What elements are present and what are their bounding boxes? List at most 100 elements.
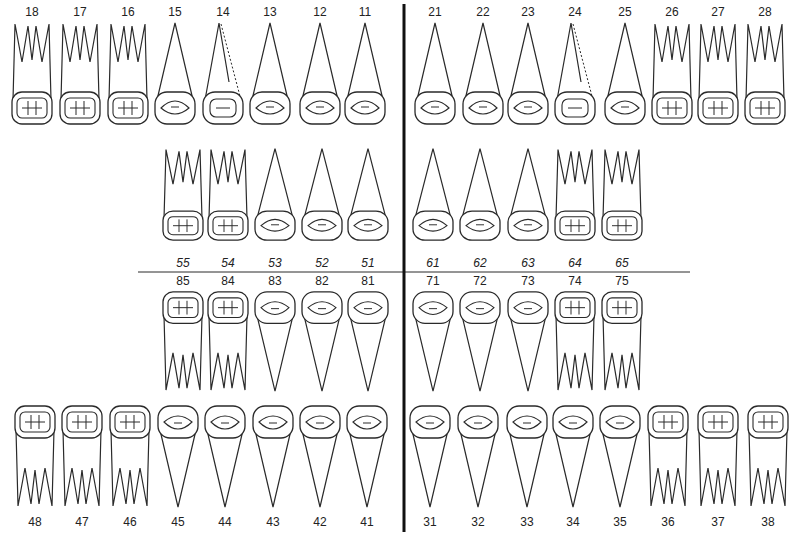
tooth-outline xyxy=(155,23,195,124)
tooth-number: 36 xyxy=(661,516,674,528)
tooth-outline xyxy=(652,24,692,124)
tooth-outline xyxy=(302,149,342,240)
tooth-outline xyxy=(205,406,245,507)
tooth-number: 16 xyxy=(121,6,134,18)
tooth-number: 17 xyxy=(73,6,86,18)
tooth-number: 81 xyxy=(361,275,374,287)
tooth-outline xyxy=(158,406,198,507)
tooth-number: 54 xyxy=(221,257,234,269)
tooth-outline xyxy=(163,292,203,390)
tooth-number: 31 xyxy=(423,516,436,528)
tooth-outline xyxy=(555,292,595,390)
tooth-number: 42 xyxy=(313,516,326,528)
tooth-number: 61 xyxy=(426,257,439,269)
tooth-number: 62 xyxy=(473,257,486,269)
tooth-outline xyxy=(348,292,388,391)
tooth-number: 26 xyxy=(665,6,678,18)
tooth-number: 23 xyxy=(521,6,534,18)
tooth-number: 65 xyxy=(615,257,628,269)
tooth-number: 83 xyxy=(268,275,281,287)
tooth-outline xyxy=(553,406,593,507)
tooth-outline xyxy=(250,23,290,124)
tooth-outline xyxy=(255,149,295,240)
tooth-outline xyxy=(12,24,52,124)
tooth-number: 43 xyxy=(266,516,279,528)
tooth-outline xyxy=(163,150,203,241)
tooth-outline xyxy=(745,24,785,124)
tooth-outline xyxy=(302,292,342,391)
tooth-number: 84 xyxy=(221,275,234,287)
tooth-outline xyxy=(648,406,688,506)
tooth-number: 75 xyxy=(615,275,628,287)
tooth-outline xyxy=(345,23,385,124)
tooth-outline xyxy=(463,23,503,124)
tooth-number: 48 xyxy=(28,516,41,528)
tooth-number: 46 xyxy=(123,516,136,528)
tooth-number: 38 xyxy=(761,516,774,528)
tooth-number: 55 xyxy=(176,257,189,269)
tooth-outline xyxy=(415,23,455,124)
midline xyxy=(403,4,406,532)
tooth-number: 33 xyxy=(520,516,533,528)
tooth-number: 52 xyxy=(315,257,328,269)
tooth-outline xyxy=(508,149,548,240)
tooth-outline xyxy=(600,406,640,507)
tooth-outline xyxy=(555,150,595,241)
tooth-outline xyxy=(698,406,738,506)
tooth-outline xyxy=(62,406,102,506)
tooth-outline xyxy=(410,406,450,507)
tooth-number: 32 xyxy=(471,516,484,528)
tooth-number: 27 xyxy=(711,6,724,18)
tooth-number: 15 xyxy=(168,6,181,18)
tooth-outline xyxy=(605,23,645,124)
tooth-number: 22 xyxy=(476,6,489,18)
tooth-outline xyxy=(698,24,738,124)
tooth-number: 35 xyxy=(613,516,626,528)
tooth-number: 74 xyxy=(568,275,581,287)
tooth-number: 45 xyxy=(171,516,184,528)
tooth-outline xyxy=(748,406,788,506)
tooth-outline xyxy=(555,23,595,124)
tooth-number: 25 xyxy=(618,6,631,18)
tooth-outline xyxy=(300,406,340,507)
tooth-outline xyxy=(508,23,548,124)
tooth-outline xyxy=(255,292,295,391)
tooth-outline xyxy=(300,23,340,124)
tooth-outline xyxy=(60,24,100,124)
tooth-number: 85 xyxy=(176,275,189,287)
tooth-number: 28 xyxy=(758,6,771,18)
tooth-number: 11 xyxy=(359,6,371,18)
tooth-outline xyxy=(413,149,453,240)
tooth-outline xyxy=(203,23,243,124)
tooth-number: 21 xyxy=(428,6,441,18)
tooth-outline xyxy=(460,149,500,240)
tooth-outline xyxy=(15,406,55,506)
tooth-number: 53 xyxy=(268,257,281,269)
tooth-outline xyxy=(460,292,500,391)
tooth-outline xyxy=(458,406,498,507)
tooth-number: 73 xyxy=(521,275,534,287)
arch-divider xyxy=(138,272,690,273)
tooth-number: 37 xyxy=(711,516,724,528)
tooth-number: 71 xyxy=(426,275,439,287)
tooth-number: 34 xyxy=(566,516,579,528)
tooth-outline xyxy=(507,406,547,507)
tooth-number: 13 xyxy=(263,6,276,18)
tooth-number: 14 xyxy=(216,6,229,18)
tooth-number: 63 xyxy=(521,257,534,269)
tooth-outline xyxy=(347,406,387,507)
tooth-number: 18 xyxy=(25,6,38,18)
tooth-number: 47 xyxy=(75,516,88,528)
tooth-number: 44 xyxy=(218,516,231,528)
tooth-outline xyxy=(602,292,642,390)
tooth-outline xyxy=(208,150,248,241)
tooth-outline xyxy=(108,24,148,124)
tooth-number: 51 xyxy=(361,257,374,269)
tooth-outline xyxy=(208,292,248,390)
tooth-number: 72 xyxy=(473,275,486,287)
tooth-outline xyxy=(110,406,150,506)
tooth-number: 41 xyxy=(360,516,373,528)
tooth-outline xyxy=(508,292,548,391)
tooth-number: 24 xyxy=(568,6,581,18)
